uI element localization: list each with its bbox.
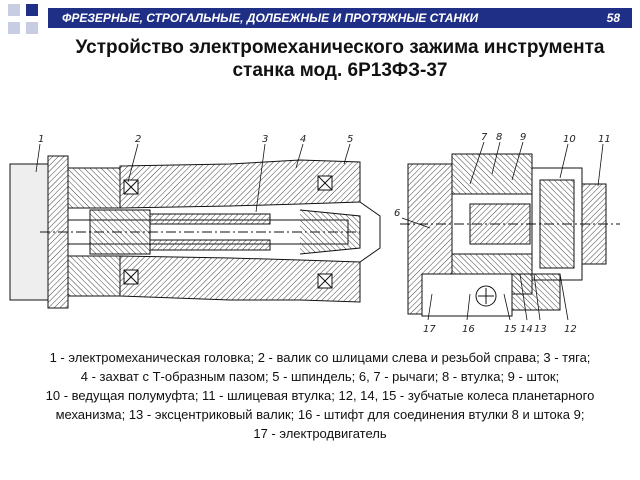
label-9: 9 bbox=[520, 132, 526, 143]
label-16: 16 bbox=[462, 324, 475, 335]
header-bar: ФРЕЗЕРНЫЕ, СТРОГАЛЬНЫЕ, ДОЛБЕЖНЫЕ И ПРОТ… bbox=[48, 8, 632, 28]
square-light-1 bbox=[8, 4, 20, 16]
label-13: 13 bbox=[534, 324, 547, 335]
label-14: 14 bbox=[520, 324, 533, 335]
square-light-3 bbox=[26, 22, 38, 34]
left-view-spindle-section bbox=[9, 155, 381, 309]
slide-title: Устройство электромеханического зажима и… bbox=[40, 36, 640, 82]
label-2: 2 bbox=[135, 134, 141, 145]
square-dark-1 bbox=[26, 4, 38, 16]
label-1: 1 bbox=[38, 134, 44, 145]
caption-line-2: 4 - захват с Т-образным пазом; 5 - шпинд… bbox=[80, 369, 560, 384]
label-17: 17 bbox=[423, 324, 436, 335]
label-6: 6 bbox=[394, 208, 400, 219]
technical-drawing: 1 2 3 4 5 6 7 8 9 10 11 bbox=[9, 132, 620, 335]
caption-line-4: механизма; 13 - эксцентриковый валик; 16… bbox=[55, 407, 585, 422]
figure-caption: 1 - электромеханическая головка; 2 - вал… bbox=[10, 348, 630, 443]
square-light-2 bbox=[8, 22, 20, 34]
decorative-squares bbox=[0, 0, 56, 48]
label-7: 7 bbox=[481, 132, 488, 143]
caption-line-3: 10 - ведущая полумуфта; 11 - шлицевая вт… bbox=[45, 388, 595, 403]
slide-title-line-1: Устройство электромеханического зажима и… bbox=[75, 37, 605, 58]
label-5: 5 bbox=[347, 134, 353, 145]
right-view-leaders bbox=[401, 141, 604, 321]
right-view-head-section bbox=[400, 153, 620, 317]
caption-line-1: 1 - электромеханическая головка; 2 - вал… bbox=[49, 350, 591, 365]
slide-title-line-2: станка мод. 6Р13ФЗ-37 bbox=[232, 60, 448, 81]
caption-line-5: 17 - электродвигатель bbox=[253, 426, 387, 441]
page-number: 58 bbox=[606, 11, 620, 25]
label-12: 12 bbox=[564, 324, 577, 335]
section-title: ФРЕЗЕРНЫЕ, СТРОГАЛЬНЫЕ, ДОЛБЕЖНЫЕ И ПРОТ… bbox=[62, 11, 479, 25]
label-4: 4 bbox=[300, 134, 306, 145]
label-11: 11 bbox=[598, 134, 611, 145]
label-3: 3 bbox=[262, 134, 268, 145]
label-15: 15 bbox=[504, 324, 517, 335]
label-8: 8 bbox=[496, 132, 502, 143]
label-10: 10 bbox=[563, 134, 576, 145]
left-view-leaders bbox=[35, 143, 351, 213]
